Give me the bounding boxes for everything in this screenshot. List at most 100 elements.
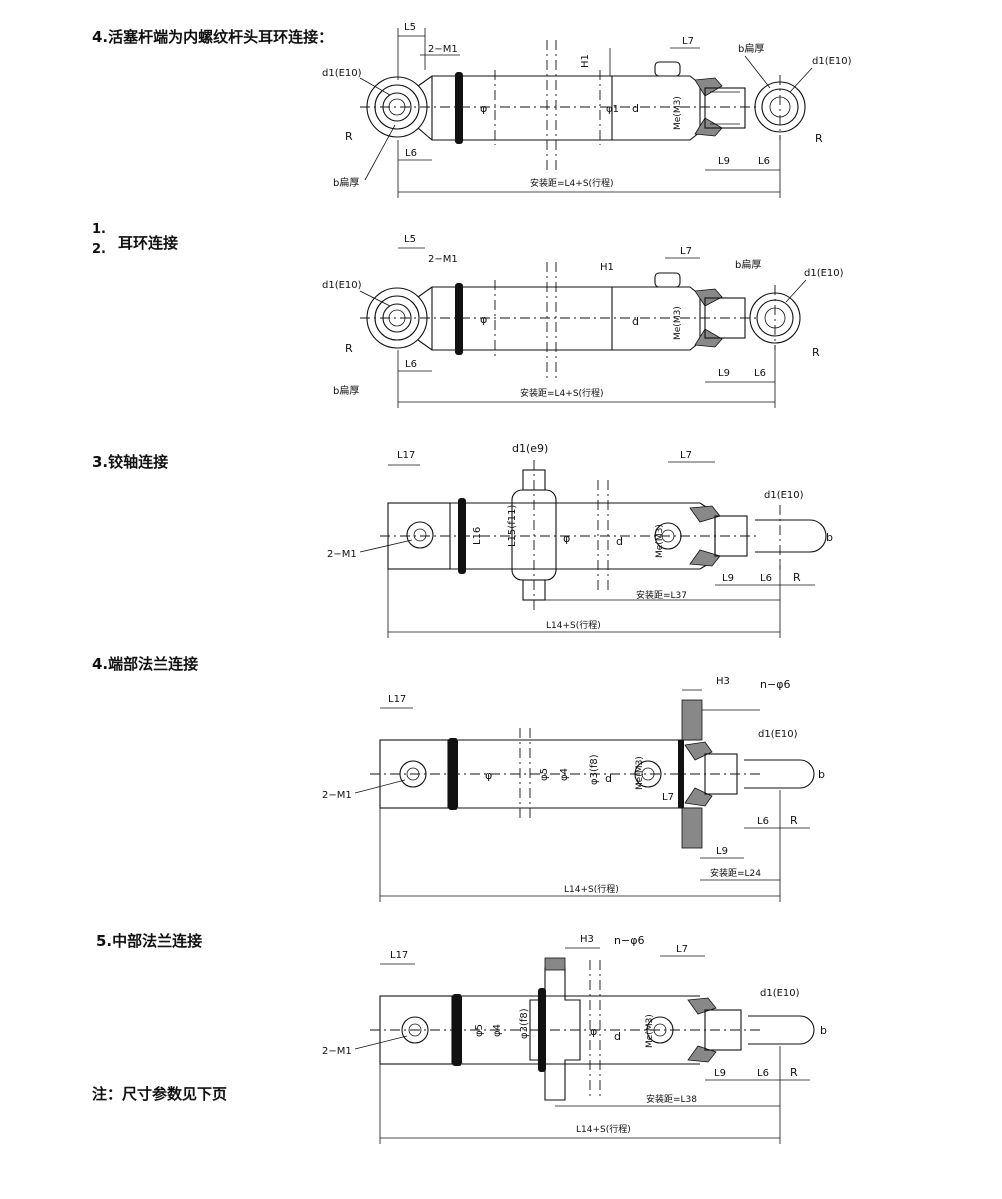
label-L5-fig2: L5 — [404, 234, 416, 245]
label-n-phi6-fig4: n−φ6 — [760, 678, 790, 691]
label-stroke-4: L14+S(行程) — [564, 883, 619, 895]
label-d-fig2: d — [632, 315, 639, 328]
figure-1-eye-mount-internal-thread: L5 2−M1 d1(E10) R b扁厚 L6 H1 L7 φ φ1 d Me… — [322, 22, 852, 198]
label-L9-fig5: L9 — [714, 1068, 726, 1079]
label-install-distance-3: 安装距=L37 — [636, 589, 687, 601]
label-L6-right-fig2: L6 — [754, 368, 766, 379]
label-R-left: R — [345, 130, 353, 143]
label-H1-fig2: H1 — [600, 262, 614, 273]
label-2-M1-fig3: 2−M1 — [327, 549, 357, 560]
label-H3-fig4: H3 — [716, 676, 730, 687]
label-L17-fig4: L17 — [388, 694, 406, 705]
label-d1-e9: d1(e9) — [512, 442, 548, 455]
label-d1-E10-left: d1(E10) — [322, 68, 362, 79]
section-title-5: 5.中部法兰连接 — [96, 932, 203, 950]
label-L9: L9 — [718, 156, 730, 167]
footnote: 注：尺寸参数见下页 — [92, 1085, 228, 1103]
label-d: d — [632, 102, 639, 115]
label-d1-E10-fig3: d1(E10) — [764, 490, 804, 501]
label-b-fig5: b — [820, 1024, 827, 1037]
label-b-thick-left-fig2: b扁厚 — [333, 384, 359, 397]
label-R-fig3: R — [793, 571, 801, 584]
label-b-thick-right: b扁厚 — [738, 42, 764, 55]
label-b-thick-right-fig2: b扁厚 — [735, 258, 761, 271]
label-L6-right: L6 — [758, 156, 770, 167]
label-L9-fig4: L9 — [716, 846, 728, 857]
label-L7-fig3: L7 — [680, 450, 692, 461]
label-phi-fig2: φ — [480, 313, 487, 326]
label-L6-left-fig2: L6 — [405, 359, 417, 370]
label-b-fig4: b — [818, 768, 825, 781]
label-L6-left: L6 — [405, 148, 417, 159]
label-phi: φ — [480, 102, 487, 115]
label-d-fig4: d — [605, 772, 612, 785]
label-L9-fig3: L9 — [722, 573, 734, 584]
label-2-M1-fig2: 2−M1 — [428, 254, 458, 265]
label-install-distance-4: 安装距=L24 — [710, 867, 761, 879]
label-phi-fig4: φ — [485, 769, 492, 782]
label-L5: L5 — [404, 22, 416, 33]
section-title-3: 3.铰轴连接 — [92, 453, 169, 471]
label-R-left-fig2: R — [345, 342, 353, 355]
label-phi-fig5: φ — [590, 1025, 597, 1038]
label-phi5-fig5: φ5 — [474, 1024, 485, 1037]
label-L17-fig3: L17 — [397, 450, 415, 461]
label-d1-E10-fig4: d1(E10) — [758, 729, 798, 740]
label-Me-M3-fig3: Me(M3) — [655, 524, 665, 558]
label-Me-M3-fig2: Me(M3) — [673, 306, 683, 340]
label-H1: H1 — [580, 54, 591, 68]
label-Me-M3-fig4: Me(M3) — [635, 756, 645, 790]
label-2-M1: 2−M1 — [428, 44, 458, 55]
label-R-fig5: R — [790, 1066, 798, 1079]
label-phi5-fig4: φ5 — [539, 768, 550, 781]
section-title-4: 4.端部法兰连接 — [92, 655, 199, 673]
label-Me-M3: Me(M3) — [673, 96, 683, 130]
label-phi3-f8-fig5: φ3(f8) — [519, 1008, 530, 1039]
figure-2-eye-mount: L5 2−M1 d1(E10) R b扁厚 L6 H1 L7 φ d Me(M3… — [322, 234, 844, 408]
label-stroke-3: L14+S(行程) — [546, 619, 601, 631]
section-number-2: 2. — [92, 242, 106, 257]
label-d1-E10-right-fig2: d1(E10) — [804, 268, 844, 279]
section-title-2: 耳环连接 — [118, 234, 179, 252]
figure-4-end-flange-mount: L17 2−M1 φ φ5 φ4 φ3(f8) d Me(M3) L7 H3 n… — [322, 676, 825, 902]
label-d1-E10-fig5: d1(E10) — [760, 988, 800, 999]
label-L9-fig2: L9 — [718, 368, 730, 379]
label-phi1: φ1 — [606, 104, 619, 115]
label-R-right-fig2: R — [812, 346, 820, 359]
label-stroke-5: L14+S(行程) — [576, 1123, 631, 1135]
label-phi-fig3: φ — [563, 532, 570, 545]
label-L6-fig3: L6 — [760, 573, 772, 584]
section-title-1: 4.活塞杆端为内螺纹杆头耳环连接： — [92, 28, 334, 46]
label-phi3-f8-fig4: φ3(f8) — [589, 754, 600, 785]
section-number-1: 1. — [92, 222, 106, 237]
label-L6-fig4: L6 — [757, 816, 769, 827]
label-2-M1-fig4: 2−M1 — [322, 790, 352, 801]
label-install-distance-2: 安装距=L4+S(行程) — [520, 387, 604, 399]
label-d1-E10-left-fig2: d1(E10) — [322, 280, 362, 291]
label-L16: L16 — [472, 527, 483, 545]
label-d1-E10-right: d1(E10) — [812, 56, 852, 67]
label-phi4-fig5: φ4 — [492, 1024, 503, 1037]
label-b-fig3: b — [826, 531, 833, 544]
label-L7-fig2: L7 — [680, 246, 692, 257]
label-n-phi6-fig5: n−φ6 — [614, 934, 644, 947]
label-b-thick-left: b扁厚 — [333, 176, 359, 189]
label-R-fig4: R — [790, 814, 798, 827]
label-L6-fig5: L6 — [757, 1068, 769, 1079]
label-L15-f11: L15(f11) — [507, 505, 518, 547]
label-2-M1-fig5: 2−M1 — [322, 1046, 352, 1057]
label-H3-fig5: H3 — [580, 934, 594, 945]
label-L7-fig4: L7 — [662, 792, 674, 803]
label-Me-M3-fig5: Me(M3) — [645, 1014, 655, 1048]
label-install-distance-5: 安装距=L38 — [646, 1093, 697, 1105]
label-L7: L7 — [682, 36, 694, 47]
label-L7-fig5: L7 — [676, 944, 688, 955]
label-install-distance-1: 安装距=L4+S(行程) — [530, 177, 614, 189]
label-R-right: R — [815, 132, 823, 145]
label-phi4-fig4: φ4 — [559, 768, 570, 781]
figure-5-mid-flange-mount: L17 2−M1 φ5 φ4 φ3(f8) φ d Me(M3) H3 n−φ6… — [322, 934, 827, 1144]
label-d-fig3: d — [616, 535, 623, 548]
figure-3-trunnion-mount: L17 2−M1 d1(e9) L16 L15(f11) φ d Me(M3) … — [327, 442, 833, 638]
label-d-fig5: d — [614, 1030, 621, 1043]
